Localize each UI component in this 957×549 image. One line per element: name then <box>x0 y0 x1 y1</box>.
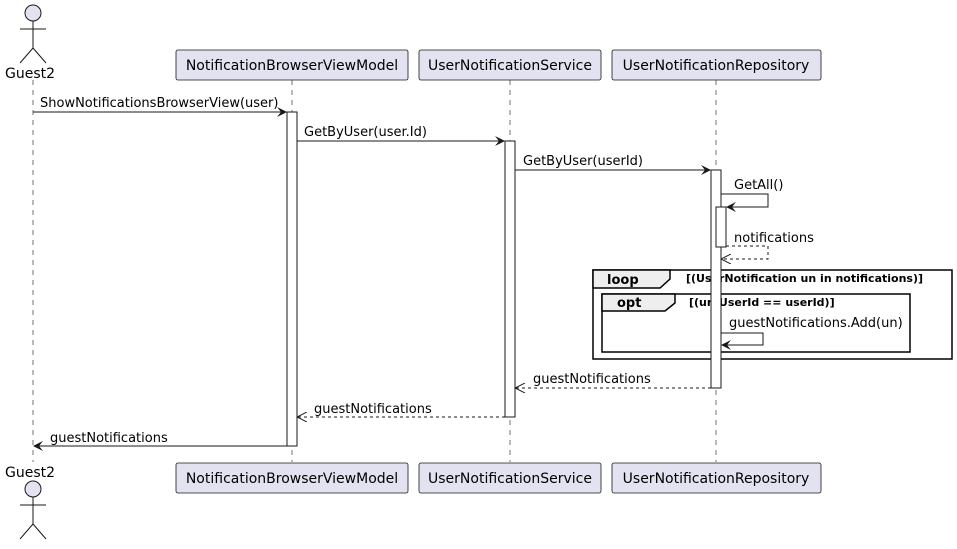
participant-service-bottom: UserNotificationService <box>418 462 602 494</box>
opt-keyword: opt <box>617 296 641 311</box>
activation-viewmodel <box>286 111 298 447</box>
participant-service-top: UserNotificationService <box>418 49 602 81</box>
activation-repository <box>710 169 722 389</box>
activation-service <box>504 140 516 418</box>
participant-label: NotificationBrowserViewModel <box>186 58 398 74</box>
message-return-to-guest: guestNotifications <box>33 431 287 451</box>
participant-viewmodel-bottom: NotificationBrowserViewModel <box>175 462 409 494</box>
message-getall: GetAll() <box>721 178 783 212</box>
message-label: guestNotifications <box>314 402 432 417</box>
participant-viewmodel-top: NotificationBrowserViewModel <box>175 49 409 81</box>
opt-fragment: opt [(un.UserId == userId)] <box>601 293 911 353</box>
message-notifications-return: notifications <box>722 231 814 259</box>
message-show-browser: ShowNotificationsBrowserView(user) <box>33 96 287 117</box>
message-getbyuser-id: GetByUser(user.Id) <box>297 125 505 146</box>
message-label: guestNotifications <box>50 431 168 446</box>
actor-label: Guest2 <box>5 66 55 82</box>
participant-repository-top: UserNotificationRepository <box>611 49 822 81</box>
message-label: GetAll() <box>734 178 783 193</box>
loop-guard: [(UserNotification un in notifications)] <box>686 272 923 285</box>
loop-fragment: loop [(UserNotification un in notificati… <box>592 269 953 360</box>
message-add-notification: guestNotifications.Add(un) <box>721 316 903 350</box>
participant-label: NotificationBrowserViewModel <box>186 471 398 487</box>
participant-label: UserNotificationRepository <box>623 58 810 74</box>
message-label: GetByUser(userId) <box>523 154 643 169</box>
actor-label: Guest2 <box>5 465 55 481</box>
message-return-to-service: guestNotifications <box>516 372 711 388</box>
message-label: ShowNotificationsBrowserView(user) <box>40 96 278 111</box>
message-label: guestNotifications.Add(un) <box>729 316 903 331</box>
participant-label: UserNotificationService <box>428 58 592 74</box>
participant-repository-bottom: UserNotificationRepository <box>611 462 822 494</box>
actor-guest2-bottom: Guest2 <box>5 465 55 540</box>
participant-label: UserNotificationService <box>428 471 592 487</box>
message-label: guestNotifications <box>533 372 651 387</box>
activation-repository-nested <box>715 206 727 248</box>
message-label: notifications <box>734 231 814 246</box>
actor-guest2-top: Guest2 <box>5 4 55 82</box>
opt-guard: [(un.UserId == userId)] <box>689 296 835 309</box>
message-label: GetByUser(user.Id) <box>304 125 427 140</box>
message-return-to-viewmodel: guestNotifications <box>298 402 505 417</box>
participant-label: UserNotificationRepository <box>623 471 810 487</box>
loop-keyword: loop <box>607 273 639 288</box>
message-getbyuser-userid: GetByUser(userId) <box>515 154 711 175</box>
